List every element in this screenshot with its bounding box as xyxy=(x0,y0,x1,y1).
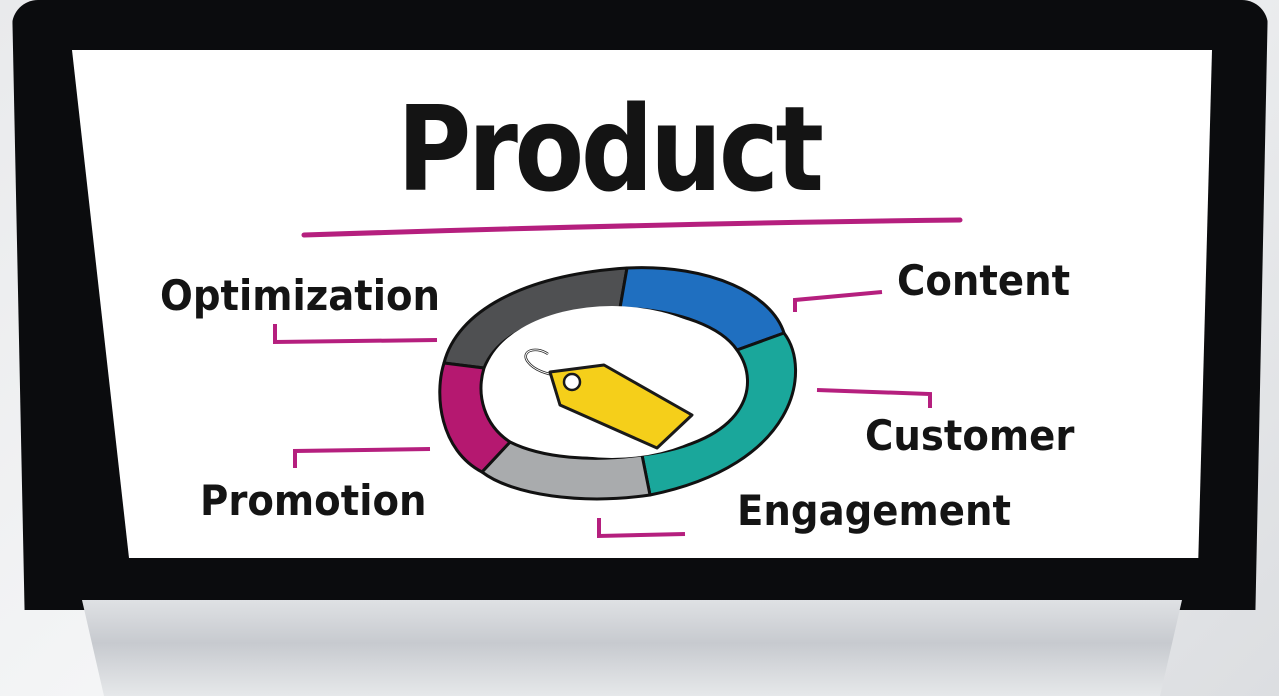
price-tag-icon xyxy=(524,348,694,450)
monitor-chin xyxy=(82,600,1182,696)
title-underline xyxy=(301,217,963,238)
connector-customer xyxy=(816,388,932,408)
connector-optimization xyxy=(273,324,438,345)
label-content: Content xyxy=(897,256,1071,305)
ring-segment-magenta xyxy=(438,361,512,474)
connector-content xyxy=(793,290,883,312)
label-engagement: Engagement xyxy=(737,486,1011,535)
connector-engagement xyxy=(597,518,686,539)
product-diagram xyxy=(273,217,963,539)
label-customer: Customer xyxy=(865,411,1075,460)
monitor-screen: Product Optimization Content Customer Pr… xyxy=(72,50,1212,558)
connector-promotion xyxy=(293,447,431,468)
label-optimization: Optimization xyxy=(160,271,441,320)
page-title: Product xyxy=(397,80,824,218)
label-promotion: Promotion xyxy=(200,476,427,525)
